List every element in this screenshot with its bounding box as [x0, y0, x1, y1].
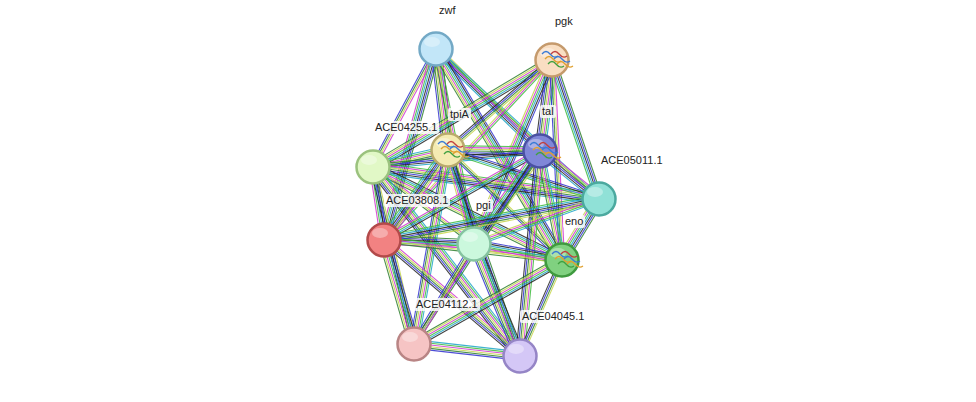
evidence-line	[557, 76, 593, 184]
node-label: zwf	[437, 4, 458, 17]
evidence-line	[465, 152, 524, 154]
node-circle	[396, 326, 432, 362]
node-circle	[456, 226, 492, 262]
node-circle	[355, 149, 391, 185]
evidence-line	[526, 275, 555, 341]
interaction-edge	[490, 243, 547, 261]
evidence-line	[382, 181, 509, 344]
node-label: pgi	[474, 199, 493, 212]
evidence-line	[465, 145, 524, 147]
protein-node: ACE04255.1	[355, 149, 391, 185]
evidence-line	[447, 62, 527, 141]
evidence-line	[422, 258, 465, 330]
evidence-line	[524, 274, 553, 340]
evidence-line	[396, 252, 507, 347]
interaction-edge	[465, 146, 524, 155]
evidence-line	[550, 165, 583, 192]
protein-node: ACE05011.1	[581, 181, 617, 217]
node-label: ACE04045.1	[520, 310, 586, 323]
evidence-line	[552, 162, 585, 189]
interaction-edge	[550, 158, 589, 192]
node-label: ACE05011.1	[599, 154, 665, 167]
protein-node: tpiA	[430, 132, 466, 168]
evidence-line	[559, 75, 595, 183]
evidence-line	[420, 257, 463, 329]
protein-node: ACE04112.1	[396, 326, 432, 362]
protein-node: eno	[544, 242, 580, 278]
interaction-edge	[430, 342, 504, 359]
evidence-line	[556, 158, 589, 185]
evidence-line	[385, 257, 406, 329]
evidence-line	[449, 59, 588, 187]
evidence-line	[383, 180, 510, 343]
node-label: eno	[563, 215, 585, 228]
evidence-line	[430, 350, 503, 358]
evidence-line	[448, 61, 528, 140]
interaction-edge	[384, 254, 415, 329]
protein-node: ACE04045.1	[502, 338, 538, 374]
protein-node: zwf	[418, 31, 454, 67]
interaction-edge	[524, 274, 557, 342]
evidence-line	[529, 276, 558, 342]
evidence-line	[430, 348, 503, 356]
node-circle	[502, 338, 538, 374]
evidence-line	[490, 250, 546, 260]
protein-node: pgi	[456, 226, 492, 262]
node-circle	[581, 181, 617, 217]
evidence-line	[384, 257, 405, 329]
evidence-line	[389, 256, 410, 328]
node-label: tpiA	[448, 108, 471, 121]
node-circle	[430, 132, 466, 168]
node-label: pgk	[553, 15, 575, 28]
interaction-edge	[554, 75, 597, 185]
evidence-line	[465, 150, 524, 152]
evidence-line	[465, 147, 524, 149]
node-circle	[418, 31, 454, 67]
node-circle	[522, 133, 558, 169]
evidence-line	[490, 251, 546, 261]
protein-node: pgk	[534, 42, 570, 78]
evidence-line	[387, 256, 408, 328]
protein-node: ACE03808.1	[366, 222, 402, 258]
evidence-line	[554, 159, 587, 186]
node-circle	[366, 222, 402, 258]
evidence-line	[527, 276, 556, 342]
protein-node: tal	[522, 133, 558, 169]
evidence-line	[551, 163, 584, 190]
node-label: ACE03808.1	[384, 194, 450, 207]
evidence-line	[465, 149, 524, 151]
node-circle	[534, 42, 570, 78]
node-label: tal	[540, 105, 556, 118]
evidence-line	[553, 161, 586, 188]
node-label: ACE04255.1	[373, 121, 439, 134]
node-circle	[544, 242, 580, 278]
node-label: ACE04112.1	[414, 298, 480, 311]
evidence-line	[382, 64, 430, 153]
